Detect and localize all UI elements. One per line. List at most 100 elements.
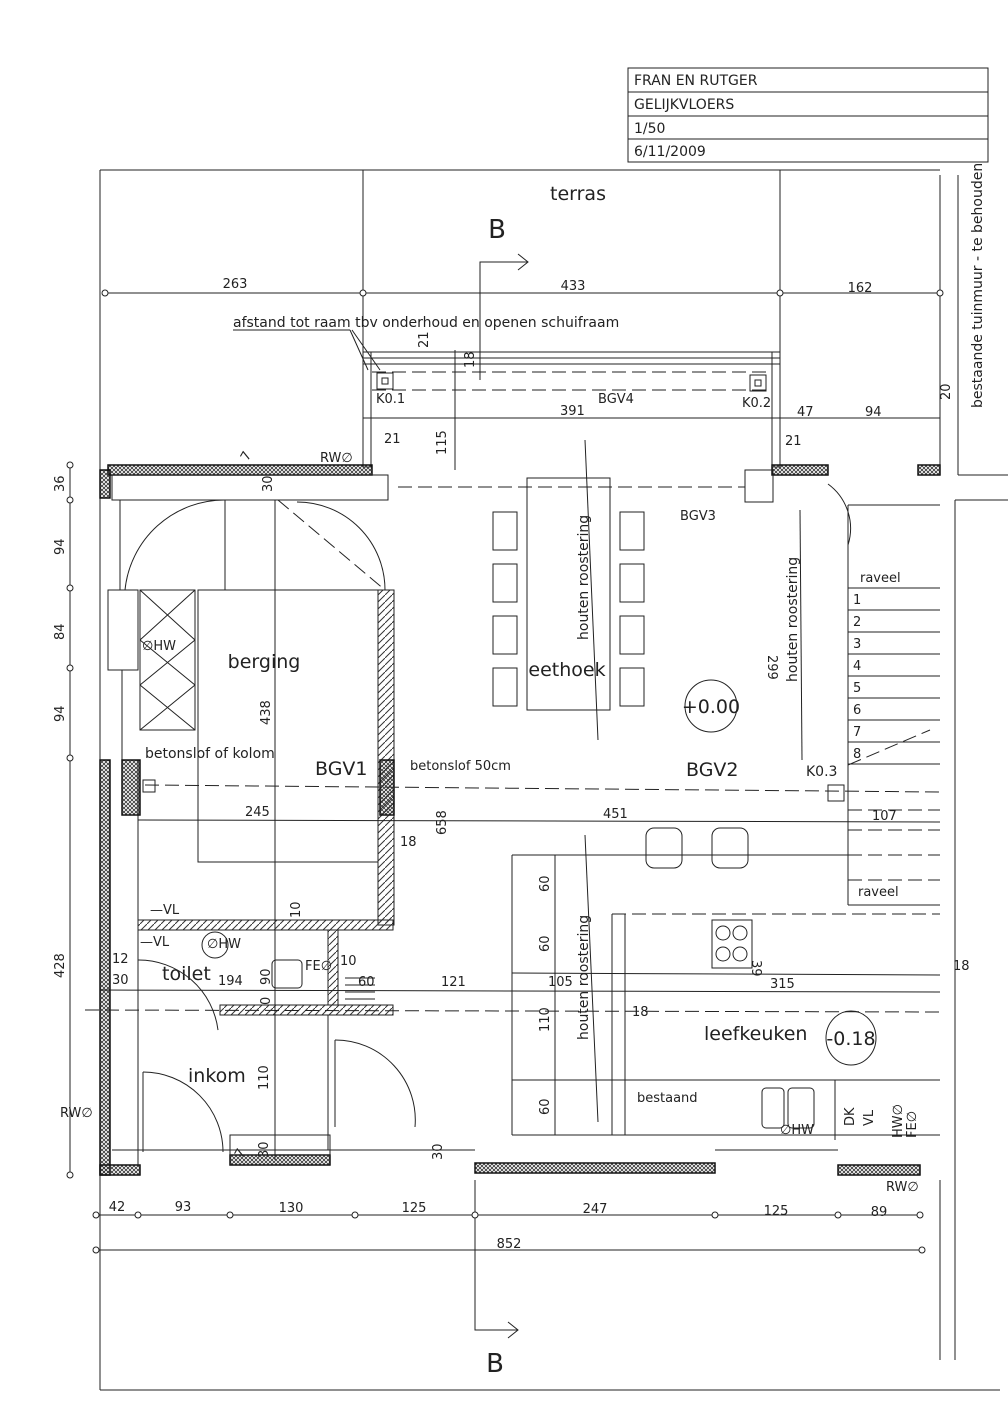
dim-438: 438 [259,700,274,725]
dim-84: 84 [53,623,68,640]
bay-window [362,350,940,470]
step-number: 1 [853,593,861,608]
dim-315: 315 [770,977,795,992]
dim-0: 0 [259,997,274,1005]
dim-60: 60 [538,1098,553,1115]
dim-39: 39 [748,960,763,977]
exterior-walls [99,464,941,1176]
fe-pipe-kitchen: FE∅ [905,1111,920,1138]
level-main: +0.00 [682,696,740,718]
dim-18: 18 [632,1005,649,1020]
column-k01: K0.1 [376,392,405,407]
dim-18: 18 [400,835,417,850]
project-name: FRAN EN RUTGER [634,73,758,89]
roostering-note: houten roostering [785,557,801,682]
dimension-top: 263 433 162 [101,277,944,297]
dim-121: 121 [441,975,466,990]
hw-pipe-kitchen: HW∅ [891,1104,906,1138]
section-marker-top: B [479,215,529,380]
dim-162: 162 [848,281,873,296]
garden-wall-note: bestaande tuinmuur - te behouden [970,163,986,408]
step-number: 4 [853,659,861,674]
hot-water-toilet: ∅HW [207,937,241,952]
dim-451: 451 [603,807,628,822]
raveel-label: raveel [858,885,899,900]
level-kitchen: -0.18 [826,1028,875,1050]
beam-bgv2: BGV2 [686,759,739,781]
dim-30: 30 [431,1143,446,1160]
dim-21: 21 [417,331,432,348]
dim-299: 299 [764,655,779,680]
dim-263: 263 [223,277,248,292]
beam-bgv1: BGV1 [315,758,368,780]
dim-852: 852 [497,1237,522,1252]
dim-12: 12 [112,952,129,967]
room-label-leefkeuken: leefkeuken [704,1023,807,1045]
dim-30: 30 [257,1141,272,1158]
dim-130: 130 [279,1201,304,1216]
dim-30: 30 [261,475,276,492]
level-marker-main [684,679,738,733]
staircase [827,483,940,906]
dk-pipe: DK [843,1107,858,1126]
dim-18: 18 [463,351,478,368]
raveel-label: raveel [860,571,901,586]
vl-pipe: —VL [150,903,180,918]
dim-10: 10 [340,954,357,969]
section-marker-bottom: B [474,1180,519,1379]
roostering-note: houten roostering [576,515,592,640]
vl-pipe-kitchen: VL [862,1109,877,1126]
dim-194: 194 [218,974,243,989]
room-label-toilet: toilet [162,963,211,985]
vl-pipe: —VL [140,935,170,950]
dim-658: 658 [435,810,450,835]
dim-107: 107 [872,809,897,824]
dim-125: 125 [402,1201,427,1216]
fe-toilet: FE∅ [305,959,332,974]
date: 6/11/2009 [634,144,706,160]
dim-428: 428 [53,953,68,978]
kitchen-area [511,827,941,1140]
dim-247: 247 [583,1202,608,1217]
dim-7: 7 [238,449,255,464]
dim-94: 94 [865,405,882,420]
beam-bgv3: BGV3 [680,509,716,524]
dining-table [492,439,803,761]
dim-42: 42 [109,1200,126,1215]
beam-note: betonslof 50cm [410,759,511,774]
window-clearance-note: afstand tot raam tbv onderhoud en openen… [233,315,619,331]
step-number: 3 [853,637,861,652]
dim-20: 20 [939,383,954,400]
dim-10: 10 [289,901,304,918]
dim-21: 21 [384,432,401,447]
title-block: FRAN EN RUTGER GELIJKVLOERS 1/50 6/11/20… [627,67,989,163]
dimension-bottom: 42 93 130 125 247 125 89 852 [92,1200,926,1254]
scale: 1/50 [634,121,665,137]
dim-89: 89 [871,1205,888,1220]
column-k03: K0.3 [806,764,837,780]
dim-115: 115 [435,430,450,455]
room-label-eethoek: eethoek [528,659,605,681]
sheet-frame [99,169,1008,1391]
dim-110: 110 [257,1065,272,1090]
hot-water-berging: ∅HW [142,639,176,654]
step-number: 8 [853,747,861,762]
dim-94: 94 [53,538,68,555]
berging-area [121,499,941,1160]
step-number: 2 [853,615,861,630]
dim-93: 93 [175,1200,192,1215]
rainwater-pipe-bottom: RW∅ [886,1180,919,1195]
stair-step-numbers: 1 2 3 4 5 6 7 8 [853,593,861,762]
dim-60: 60 [538,935,553,952]
existing-note: bestaand [637,1091,698,1106]
dim-36: 36 [53,475,68,492]
dim-60: 60 [538,875,553,892]
dim-30: 30 [112,973,129,988]
dim-105: 105 [548,975,573,990]
dim-110: 110 [538,1007,553,1032]
dim-94: 94 [53,705,68,722]
room-label-inkom: inkom [188,1065,246,1087]
room-label-terras: terras [550,183,606,205]
step-number: 7 [853,725,861,740]
